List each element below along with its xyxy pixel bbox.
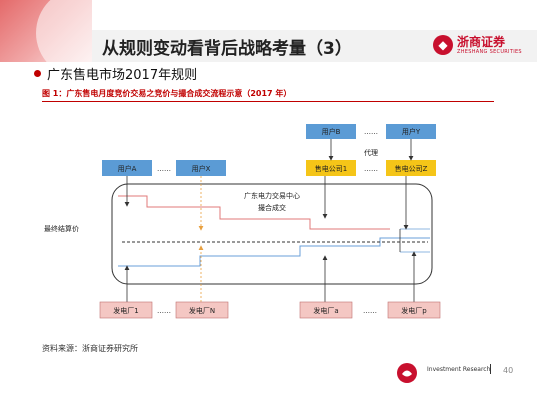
user-b-box	[306, 124, 356, 139]
source-note: 资料来源：浙商证券研究所	[42, 344, 138, 353]
figure-caption: 图 1：广东售电月度竞价交易之竞价与撮合成交流程示意（2017 年）	[42, 89, 292, 98]
center-subtitle: 撮合成交	[258, 203, 286, 212]
user-b-label: 用户B	[322, 127, 341, 136]
final-price-label: 最终结算价	[44, 224, 79, 233]
center-title: 广东电力交易中心	[244, 191, 300, 200]
plant-a-label: 发电厂a	[313, 306, 338, 315]
user-a-box	[102, 160, 152, 176]
seller-z-label: 售电公司Z	[395, 164, 428, 173]
footer-logo-icon	[397, 363, 417, 383]
seller-1-box	[306, 160, 356, 176]
plant-p-box	[387, 301, 441, 319]
demand-curve	[118, 195, 390, 230]
ellipsis-plants-left: ……	[157, 307, 171, 315]
user-y-label: 用户Y	[402, 127, 421, 136]
slide-title: 从规则变动看背后战略考量（3）	[102, 39, 352, 59]
plant-1-box	[99, 301, 153, 319]
ellipsis-sellers: ……	[364, 165, 378, 173]
seller-z-box	[386, 160, 436, 176]
footer-divider	[490, 364, 491, 374]
supply-curve	[118, 237, 430, 267]
ellipsis-plants-right: ……	[363, 307, 377, 315]
user-x-box	[176, 160, 226, 176]
plant-n-box	[175, 301, 229, 319]
company-logo: ◆ 浙商证券 ZHESHANG SECURITIES	[433, 33, 528, 59]
plant-n-label: 发电厂N	[189, 306, 215, 315]
logo-name-cn: 浙商证券	[457, 35, 506, 49]
ellipsis-users: ……	[157, 165, 171, 173]
caption-divider	[42, 101, 494, 102]
bullet-icon	[34, 70, 41, 77]
plant-p-label: 发电厂p	[401, 306, 427, 315]
page-number: 40	[503, 366, 514, 375]
footer-text: Investment Research	[427, 366, 491, 373]
logo-icon: ◆	[433, 35, 453, 55]
ellipsis-top: ……	[364, 128, 378, 136]
plant-1-label: 发电厂1	[113, 306, 138, 315]
trading-center-frame	[111, 183, 433, 285]
user-x-label: 用户X	[192, 164, 211, 173]
agency-label: 代理	[364, 148, 378, 157]
bullet-heading: 广东售电市场2017年规则	[47, 68, 198, 83]
plant-a-box	[299, 301, 353, 319]
user-a-label: 用户A	[118, 164, 137, 173]
logo-name-en: ZHESHANG SECURITIES	[457, 49, 522, 55]
user-y-box	[386, 124, 436, 139]
title-bar	[92, 30, 537, 62]
seller-1-label: 售电公司1	[315, 164, 347, 173]
